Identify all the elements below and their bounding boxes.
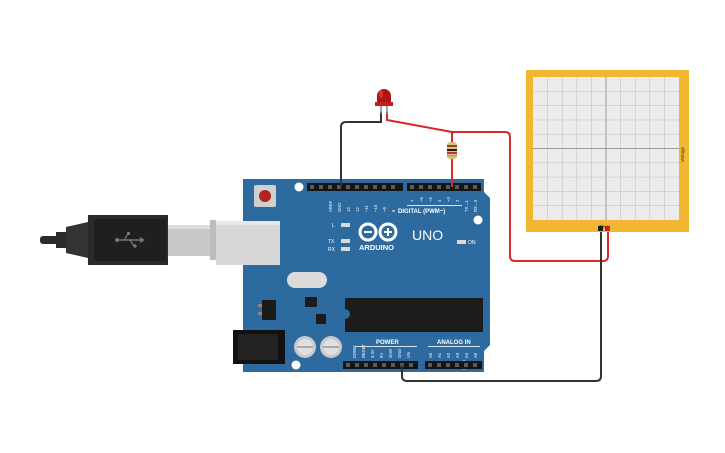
scope-probe-ground[interactable] <box>598 226 603 231</box>
header-analog[interactable] <box>425 361 482 369</box>
led-label-rx: RX <box>328 247 336 253</box>
pin-label-3: ~3 <box>446 197 451 202</box>
mount-hole <box>291 360 301 370</box>
pin-label-reset: RESET <box>361 344 366 358</box>
usb-cable[interactable] <box>40 215 216 265</box>
pin-label-10: ~10 <box>373 204 378 212</box>
pin-label-rx0: RX←0 <box>473 199 478 212</box>
small-ic <box>316 314 326 324</box>
led-label-tx: TX <box>328 239 335 245</box>
brand-label: ARDUINO <box>359 243 394 252</box>
digital-label: DIGITAL (PWM~) <box>398 209 445 215</box>
wire-signal-to-scope[interactable] <box>452 131 609 262</box>
scope-grid <box>533 77 679 220</box>
pin-label-7: 7 <box>410 199 415 202</box>
led-rx <box>341 247 350 251</box>
power-underline <box>355 346 417 347</box>
header-power[interactable] <box>343 361 418 369</box>
pin-label-a0: A0 <box>428 352 433 358</box>
pin-label-a5: A5 <box>473 352 478 358</box>
pin-label-5v: 5V <box>379 353 384 358</box>
pin-label-9: ~9 <box>382 207 387 212</box>
pin-label-a3: A3 <box>455 352 460 358</box>
pin-label-8: 8 <box>391 209 396 212</box>
pin-label-2: 2 <box>455 199 460 202</box>
model-label: UNO <box>412 227 443 243</box>
pin-label-ioref: IOREF <box>352 345 357 358</box>
oscilloscope[interactable]: Time Voltage <box>526 70 689 232</box>
voltage-regulator <box>258 300 276 320</box>
arduino-logo-icon <box>358 222 398 242</box>
pin-label-3v3: 3.3V <box>370 349 375 358</box>
led-l <box>341 223 350 227</box>
wire-led-anode-to-resistor[interactable] <box>386 112 453 142</box>
scope-y-label: Voltage <box>680 146 685 162</box>
pin-label-vin: Vin <box>406 351 411 358</box>
dc-power-jack <box>233 330 285 364</box>
mount-hole <box>473 215 483 225</box>
pin-label-13: 13 <box>346 207 351 212</box>
pin-label-11: ~11 <box>364 205 369 212</box>
scope-x-label: Time <box>599 224 609 229</box>
pin-label-a4: A4 <box>464 352 469 358</box>
scope-probe-signal[interactable] <box>605 226 610 231</box>
pin-label-gnd-2: GND <box>397 349 402 358</box>
pin-label-6: ~6 <box>419 197 424 202</box>
atmega-chip <box>345 298 483 332</box>
led-tx <box>341 239 350 243</box>
crystal-oscillator <box>287 272 327 288</box>
pin-label-tx1: TX→1 <box>464 199 469 212</box>
led-label-l: L <box>332 223 335 229</box>
pin-label-a1: A1 <box>437 352 442 358</box>
arduino-board[interactable]: ARDUINO UNO ON L TX RX <box>216 179 490 372</box>
pin-label-gnd: GND <box>337 203 342 212</box>
mount-hole <box>294 182 304 192</box>
wire-gnd-to-scope[interactable] <box>401 230 602 382</box>
small-ic <box>305 297 317 307</box>
pin-label-5: ~5 <box>428 197 433 202</box>
pin-label-gnd-1: GND <box>388 349 393 358</box>
pin-label-4: 4 <box>437 199 442 202</box>
on-led <box>457 240 466 244</box>
header-digital-left[interactable] <box>307 183 403 191</box>
analog-label: ANALOG IN <box>437 340 471 346</box>
reset-button[interactable] <box>254 185 276 207</box>
usb-jack <box>216 221 280 265</box>
pin-label-12: 12 <box>355 207 360 212</box>
red-led[interactable] <box>375 89 393 114</box>
usb-icon <box>115 232 145 248</box>
header-digital-right[interactable] <box>407 183 481 191</box>
analog-underline <box>428 346 480 347</box>
on-label: ON <box>468 240 476 246</box>
pin-label-aref: AREF <box>328 200 333 212</box>
resistor[interactable] <box>447 142 457 159</box>
pin-label-a2: A2 <box>446 352 451 358</box>
wire-led-cathode-to-gnd[interactable] <box>340 112 382 187</box>
digital-underline <box>407 205 462 206</box>
power-label: POWER <box>376 340 399 346</box>
